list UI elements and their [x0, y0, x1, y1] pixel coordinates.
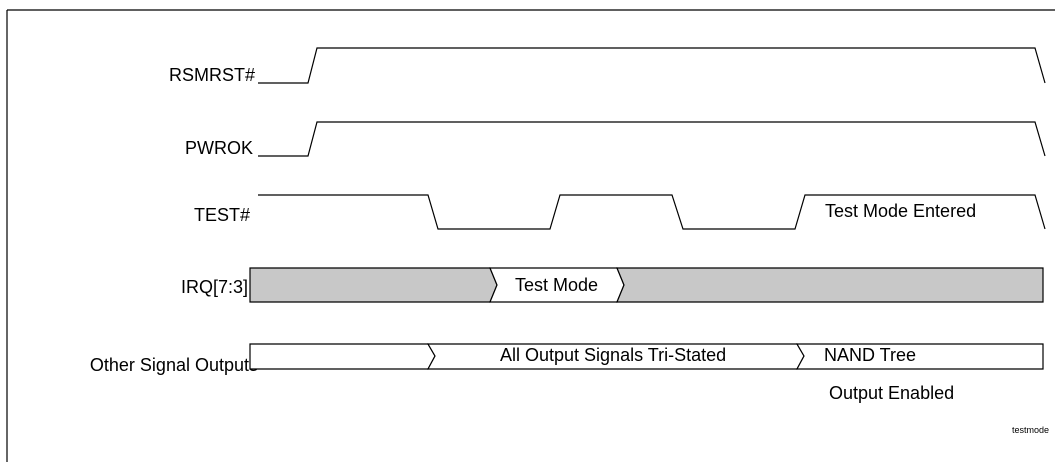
other-bus-segment-nand-tree — [795, 343, 1044, 370]
signal-label-test: TEST# — [194, 205, 250, 225]
test-waveform — [258, 194, 1046, 230]
annotation-nand-tree: NAND Tree — [824, 345, 916, 365]
signal-label-pwrok: PWROK — [185, 138, 253, 158]
annotation-tri-stated: All Output Signals Tri-Stated — [500, 345, 726, 365]
pwrok-waveform — [258, 121, 1046, 157]
irq-bus-segment-3 — [616, 267, 1044, 303]
signal-label-other: Other Signal Outputs — [90, 355, 258, 375]
signal-label-rsmrst: RSMRST# — [169, 65, 255, 85]
annotation-output-enabled: Output Enabled — [829, 383, 954, 403]
other-bus-segment-1 — [249, 343, 436, 370]
annotation-test-mode-entered: Test Mode Entered — [825, 201, 976, 221]
irq-bus-segment-1 — [249, 267, 498, 303]
figure-tag: testmode — [1012, 425, 1049, 435]
signal-label-irq: IRQ[7:3] — [181, 277, 248, 297]
rsmrst-waveform — [258, 47, 1046, 84]
annotation-test-mode: Test Mode — [515, 275, 598, 295]
